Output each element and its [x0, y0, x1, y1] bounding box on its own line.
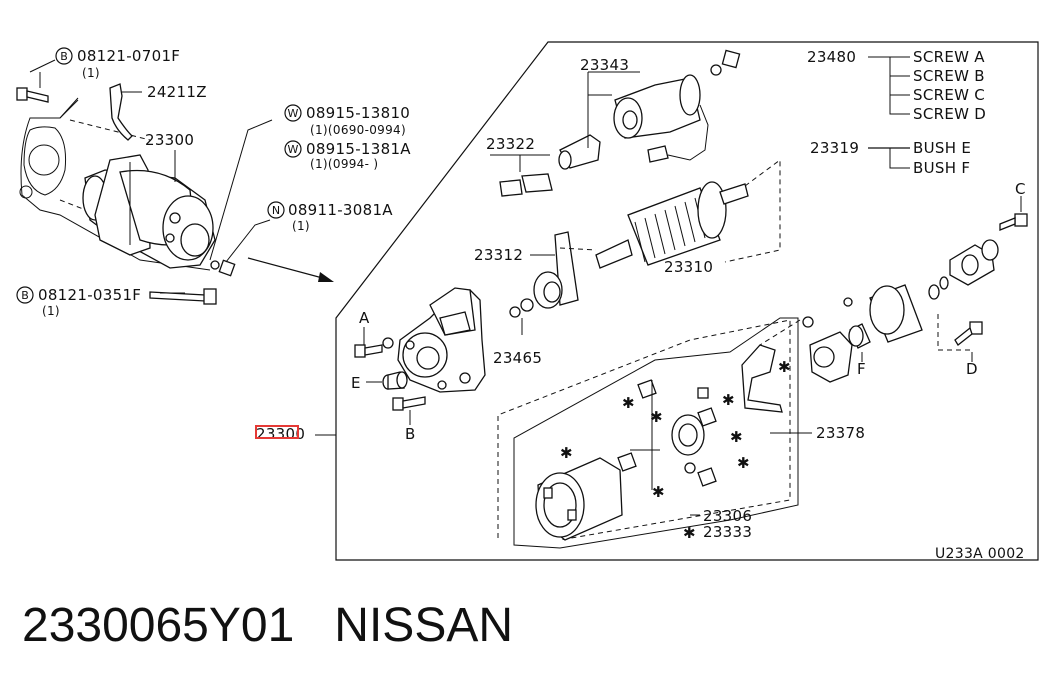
callout-bolt-top: 08121-0701F [77, 47, 180, 65]
callout-stopper: 23465 [493, 349, 542, 367]
bush-f-label: BUSH F [913, 159, 970, 177]
callout-screw-group: 23480 [807, 48, 856, 66]
callout-prefix: N [272, 204, 280, 217]
letter-c: C [1015, 180, 1026, 198]
exploded-frame [335, 41, 1039, 561]
highlight-box [255, 425, 299, 439]
callout-bush-group: 23319 [810, 139, 859, 157]
callout-prefix: B [21, 289, 29, 302]
bolt-a-icon [354, 337, 394, 358]
brush-holder-icon [617, 344, 783, 487]
callout-solenoid: 23343 [580, 56, 629, 74]
screw-a-label: SCREW A [913, 48, 985, 66]
bush-e-icon [382, 371, 408, 390]
star-marker: ✱ [683, 524, 696, 542]
screw-b-label: SCREW B [913, 67, 985, 85]
callout-washer-2: 08915-1381A [306, 140, 411, 158]
star-marker: ✱ [622, 394, 635, 412]
footer-title: 2330065Y01 NISSAN [22, 598, 513, 653]
letter-e: E [351, 374, 361, 392]
solenoid-icon [613, 49, 741, 163]
figure-code: U233A 0002 [935, 546, 1025, 562]
letter-f: F [857, 360, 866, 378]
callout-prefix: B [60, 50, 68, 63]
callout-qty: (1)(0690-0994) [310, 123, 406, 137]
shift-lever-icon [499, 134, 601, 197]
callout-prefix: W [288, 143, 299, 156]
callout-bolt-bottom: 08121-0351F [38, 286, 141, 304]
direction-arrow [247, 257, 334, 282]
callout-shift-lever: 23322 [486, 135, 535, 153]
callout-washer-1: 08915-13810 [306, 104, 410, 122]
callout-yoke: 23306 [703, 507, 752, 525]
screw-c-label: SCREW C [913, 86, 985, 104]
callout-qty: (1) [292, 219, 310, 233]
bush-e-label: BUSH E [913, 139, 971, 157]
callout-qty: (1) [42, 304, 60, 318]
front-housing [397, 287, 486, 393]
letter-d: D [966, 360, 978, 378]
armature-icon [595, 181, 749, 269]
callout-bracket: 24211Z [147, 83, 207, 101]
bolt-icon [16, 87, 49, 103]
pinion-icon [509, 231, 579, 318]
star-marker: ✱ [652, 483, 665, 501]
star-marker: ✱ [737, 454, 750, 472]
bolt-icon [149, 288, 217, 305]
callout-qty: (1)(0994- ) [310, 157, 378, 171]
mounting-view [16, 59, 273, 305]
star-marker: ✱ [778, 358, 791, 376]
letter-a: A [359, 309, 370, 327]
star-marker: ✱ [560, 444, 573, 462]
callout-qty: (1) [82, 66, 100, 80]
screw-d-label: SCREW D [913, 105, 986, 123]
callout-brush-set: 23333 [703, 523, 752, 541]
yoke-icon [535, 457, 623, 541]
rear-housing-icon [802, 213, 1028, 383]
part-number: 2330065Y01 [22, 599, 295, 652]
callout-pinion: 23312 [474, 246, 523, 264]
bolt-b-icon [392, 396, 426, 411]
callout-prefix: W [288, 107, 299, 120]
callout-brush-holder: 23378 [816, 424, 865, 442]
star-marker: ✱ [730, 428, 743, 446]
star-marker: ✱ [722, 391, 735, 409]
callout-starter-top: 23300 [145, 131, 194, 149]
letter-b: B [405, 425, 416, 443]
callout-armature: 23310 [664, 258, 713, 276]
brand-name: NISSAN [334, 599, 514, 652]
star-marker: ✱ [650, 408, 663, 426]
callout-nut: 08911-3081A [288, 201, 393, 219]
